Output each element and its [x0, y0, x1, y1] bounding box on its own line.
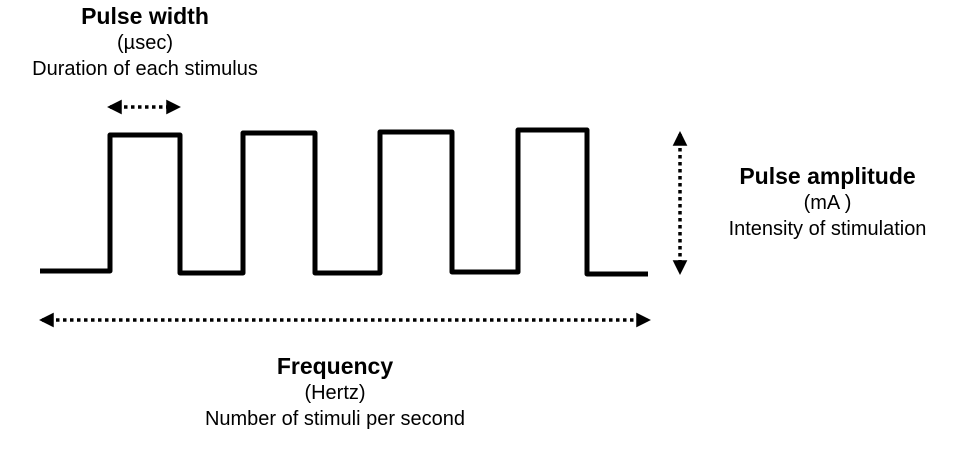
frequency-title: Frequency: [276, 353, 394, 379]
pulse-amplitude-label-group: Pulse amplitude (mA ) Intensity of stimu…: [690, 162, 954, 242]
pulse-width-unit: (µsec): [117, 32, 173, 54]
frequency-description: Number of stimuli per second: [204, 408, 466, 430]
pulse-amplitude-unit: (mA ): [803, 192, 852, 214]
pulse-width-label-group: Pulse width (µsec) Duration of each stim…: [0, 2, 290, 82]
pulse-width-title: Pulse width: [81, 3, 209, 29]
square-wave-line: [40, 127, 648, 277]
frequency-unit: (Hertz): [304, 382, 366, 404]
pulse-amplitude-description: Intensity of stimulation: [728, 218, 927, 240]
pulse-width-description: Duration of each stimulus: [32, 58, 258, 80]
pulse-amplitude-title: Pulse amplitude: [739, 163, 916, 189]
frequency-label-group: Frequency (Hertz) Number of stimuli per …: [140, 352, 530, 432]
